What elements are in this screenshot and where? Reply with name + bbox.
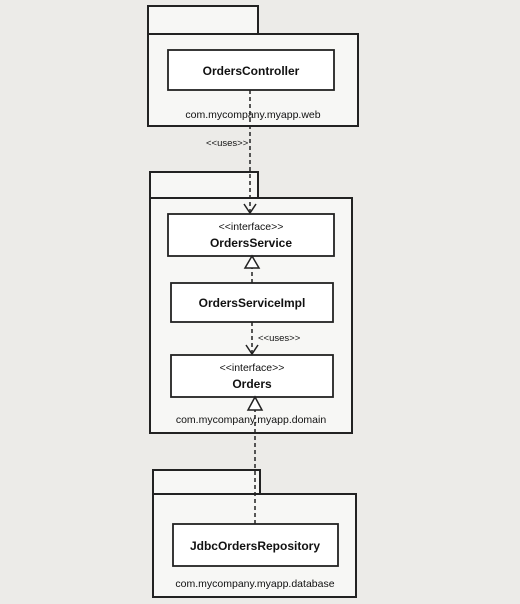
- relation-impl-uses-orders: <<uses>>: [245, 322, 301, 356]
- relation-controller-uses-service: <<uses>>: [206, 90, 257, 215]
- open-arrowhead: [245, 344, 259, 356]
- open-arrowhead: [243, 203, 257, 215]
- relation-impl-realizes-service: [243, 254, 261, 283]
- package-database-tab: [152, 469, 261, 495]
- package-web-name: com.mycompany.myapp.web: [185, 109, 320, 121]
- uses-label: <<uses>>: [206, 138, 249, 149]
- package-database-name: com.mycompany.myapp.database: [175, 578, 334, 590]
- package-domain-name: com.mycompany.myapp.domain: [176, 414, 327, 426]
- package-web-tab: [147, 5, 259, 35]
- class-orders-controller: OrdersController: [167, 49, 335, 91]
- realization-triangle: [243, 254, 261, 269]
- class-jdbc-orders-repository-name: JdbcOrdersRepository: [190, 539, 320, 553]
- class-orders-controller-name: OrdersController: [203, 64, 300, 78]
- class-orders-service-impl: OrdersServiceImpl: [170, 282, 334, 323]
- class-jdbc-orders-repository: JdbcOrdersRepository: [172, 523, 339, 567]
- relation-repository-realizes-orders: [246, 395, 264, 524]
- class-orders-service-stereotype: <<interface>>: [219, 221, 284, 233]
- class-orders: <<interface>> Orders: [170, 354, 334, 398]
- class-orders-service-name: OrdersService: [210, 236, 292, 250]
- class-orders-stereotype: <<interface>>: [220, 362, 285, 374]
- class-orders-service-impl-name: OrdersServiceImpl: [199, 296, 306, 310]
- class-orders-name: Orders: [232, 377, 272, 391]
- package-domain-tab: [149, 171, 259, 199]
- realization-triangle: [246, 395, 264, 411]
- class-orders-service: <<interface>> OrdersService: [167, 213, 335, 257]
- uses-label: <<uses>>: [258, 333, 301, 344]
